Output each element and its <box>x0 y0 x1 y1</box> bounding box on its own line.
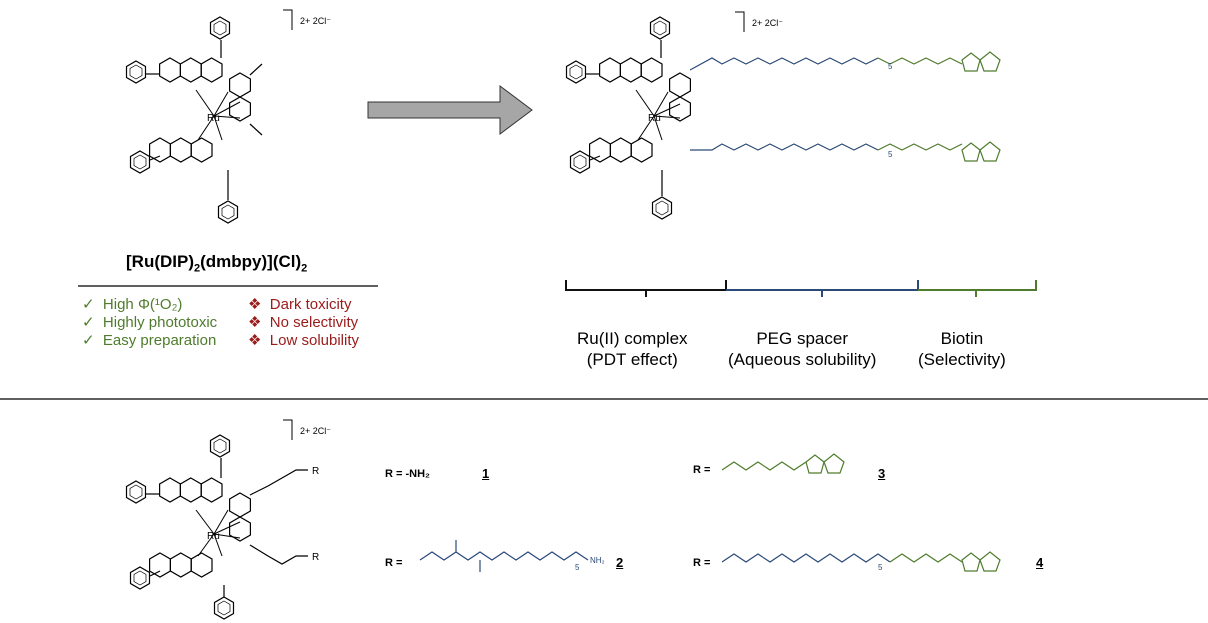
substituent-4-peg-chain <box>721 553 891 563</box>
general-charge-bracket <box>283 419 293 440</box>
con-item: ❖ Dark toxicity <box>248 296 352 313</box>
compound-number-3: 3 <box>878 466 886 481</box>
substituent-2-label: R = <box>385 557 403 569</box>
conjugate-upper-peg-chain <box>689 57 879 71</box>
pros-list: ✓ High Φ(¹O₂) ✓ Highly phototoxic ✓ Easy… <box>82 295 217 349</box>
substituent-4-biotin-icon <box>961 551 1001 572</box>
general-ru-label: Ru <box>207 531 220 542</box>
substituent-3-chain <box>721 461 807 471</box>
general-r-label-top: R <box>312 466 319 477</box>
parent-complex-name: [Ru(DIP)2(dmbpy)](Cl)2 <box>126 252 308 275</box>
substituent-2-tail: NH₂ <box>590 556 605 565</box>
conjugate-charge-bracket <box>735 11 745 32</box>
conjugate-lower-biotin-icon <box>961 141 1001 162</box>
con-item: ❖ Low solubility <box>248 332 360 349</box>
substituent-3-biotin-icon <box>805 453 845 474</box>
segment-biotin-label: Biotin(Selectivity) <box>918 329 1006 369</box>
parent-charge-bracket <box>283 9 293 30</box>
transformation-arrow <box>367 85 533 135</box>
bracket-ru-complex <box>565 280 727 297</box>
conjugate-ru-label: Ru <box>648 113 661 124</box>
substituent-2-repeat: 5 <box>575 563 580 572</box>
general-r-label-bottom: R <box>312 552 319 563</box>
pro-item: ✓ High Φ(¹O₂) <box>82 296 183 313</box>
pro-item: ✓ Highly phototoxic <box>82 314 218 331</box>
segment-ru-complex-label: Ru(II) complex(PDT effect) <box>577 329 688 369</box>
parent-charge-label: 2+ 2Cl⁻ <box>300 16 332 26</box>
conjugate-ru-core: Ru <box>565 16 692 220</box>
substituent-4-biotin-linker <box>889 553 963 563</box>
conjugate-charge-label: 2+ 2Cl⁻ <box>752 18 784 28</box>
general-complex-structure: Ru R R <box>125 434 319 620</box>
bracket-peg-spacer <box>726 280 919 297</box>
parent-complex-structure: Ru <box>125 16 263 224</box>
parent-ru-label: Ru <box>207 113 220 124</box>
conjugate-upper-biotin-icon <box>961 51 1001 72</box>
con-item: ❖ No selectivity <box>248 314 359 331</box>
bracket-biotin <box>918 280 1037 297</box>
substituent-1-label: R = -NH₂ <box>385 468 430 480</box>
cons-list: ❖ Dark toxicity ❖ No selectivity ❖ Low s… <box>248 295 359 349</box>
compound-number-1: 1 <box>482 466 490 481</box>
compound-number-4: 4 <box>1036 555 1044 570</box>
substituent-4-repeat: 5 <box>878 563 883 572</box>
compound-number-2: 2 <box>616 555 624 570</box>
general-charge-label: 2+ 2Cl⁻ <box>300 426 332 436</box>
conjugate-lower-biotin-linker <box>877 143 963 151</box>
conjugate-peg-repeat-lower: 5 <box>888 150 893 159</box>
conjugate-lower-peg-chain <box>690 143 879 151</box>
conjugate-peg-repeat-upper: 5 <box>888 62 893 71</box>
conjugate-upper-biotin-linker <box>877 57 963 65</box>
substituent-2-chain <box>419 551 589 561</box>
substituent-4-label: R = <box>693 557 711 569</box>
substituent-3-label: R = <box>693 464 711 476</box>
segment-peg-spacer-label: PEG spacer(Aqueous solubility) <box>728 329 877 369</box>
pro-item: ✓ Easy preparation <box>82 332 217 349</box>
